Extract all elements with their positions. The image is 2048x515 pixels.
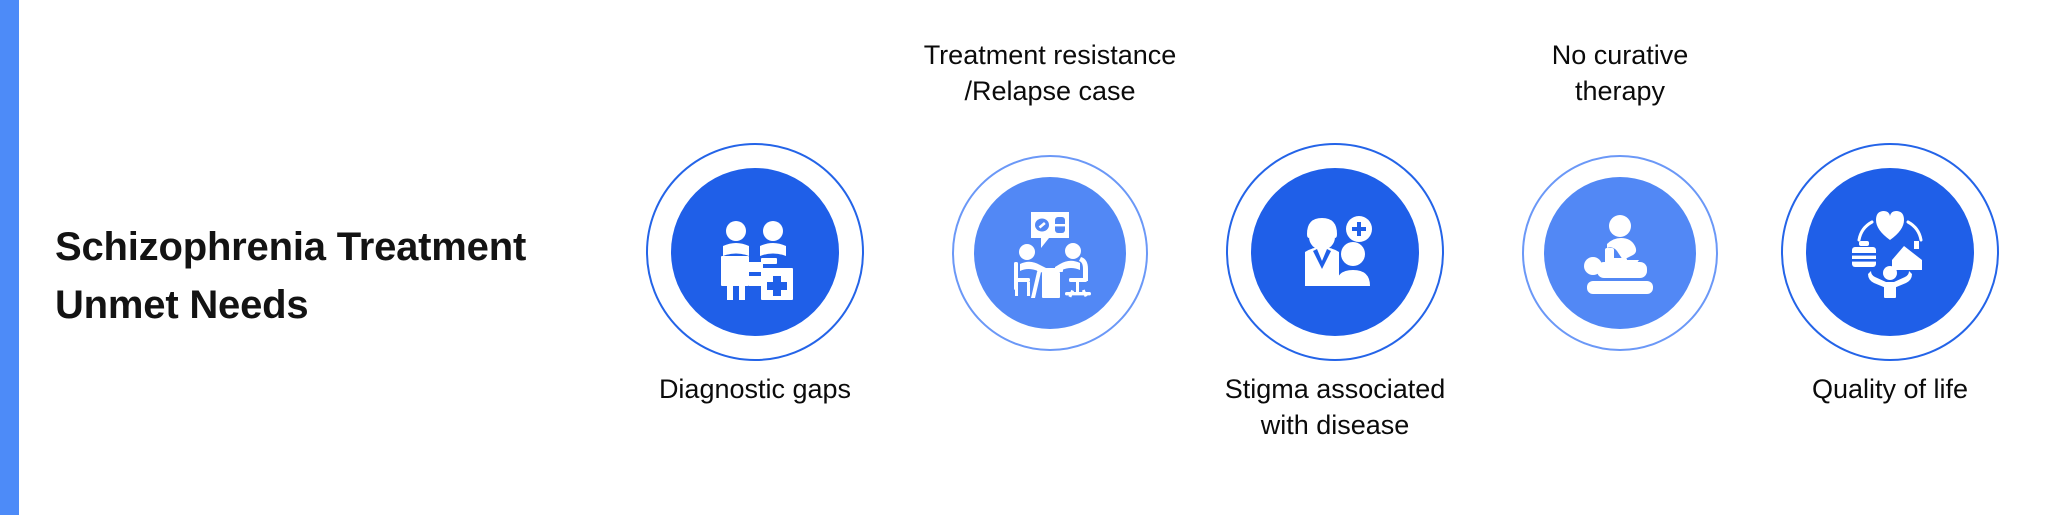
- node-icon-disc[interactable]: [1544, 177, 1696, 329]
- node-outer-ring: [646, 143, 864, 361]
- page-title-line-2: Unmet Needs: [55, 283, 309, 327]
- node-label: Diagnostic gaps: [659, 372, 851, 408]
- doctor-patient-plus-badge-icon: [1283, 200, 1387, 304]
- node-label-line-1: Diagnostic gaps: [658, 374, 852, 404]
- node-label: Treatment resistance /Relapse case: [924, 38, 1177, 110]
- therapy-table-treatment-icon: [1571, 204, 1669, 302]
- node-icon-disc[interactable]: [1806, 168, 1974, 336]
- node-no-curative-therapy[interactable]: No curative therapy: [1510, 0, 1730, 515]
- node-outer-ring: [952, 155, 1148, 351]
- node-treatment-resistance-relapse[interactable]: Treatment resistance /Relapse case: [924, 0, 1176, 515]
- node-label-line-2: with disease: [1260, 409, 1410, 440]
- node-label: Quality of life: [1812, 372, 1968, 408]
- node-outer-ring: [1781, 143, 1999, 361]
- node-label-line-1: Treatment resistance: [923, 40, 1177, 70]
- node-label: No curative therapy: [1552, 38, 1689, 110]
- node-outer-ring: [1522, 155, 1718, 351]
- node-label: Stigma associated with disease: [1225, 372, 1446, 444]
- node-diagnostic-gaps[interactable]: Diagnostic gaps: [640, 0, 870, 515]
- node-label-line-1: Stigma associated: [1224, 374, 1446, 404]
- quality-of-life-heart-home-work-icon: [1838, 200, 1942, 304]
- reception-desk-consultation-icon: [703, 200, 807, 304]
- doctor-patient-desk-medication-icon: [1001, 204, 1099, 302]
- page-title: Schizophrenia Treatment Unmet Needs: [55, 218, 655, 334]
- node-label-line-2: /Relapse case: [964, 75, 1136, 106]
- node-label-line-1: No curative: [1551, 40, 1689, 70]
- node-icon-disc[interactable]: [671, 168, 839, 336]
- node-label-line-2: therapy: [1574, 75, 1666, 106]
- node-icon-disc[interactable]: [974, 177, 1126, 329]
- node-quality-of-life[interactable]: Quality of life: [1775, 0, 2005, 515]
- node-label-line-1: Quality of life: [1811, 374, 1969, 404]
- node-stigma-associated-with-disease[interactable]: Stigma associated with disease: [1220, 0, 1450, 515]
- node-outer-ring: [1226, 143, 1444, 361]
- left-accent-bar: [0, 0, 19, 515]
- node-icon-disc[interactable]: [1251, 168, 1419, 336]
- page-title-line-1: Schizophrenia Treatment: [55, 225, 527, 269]
